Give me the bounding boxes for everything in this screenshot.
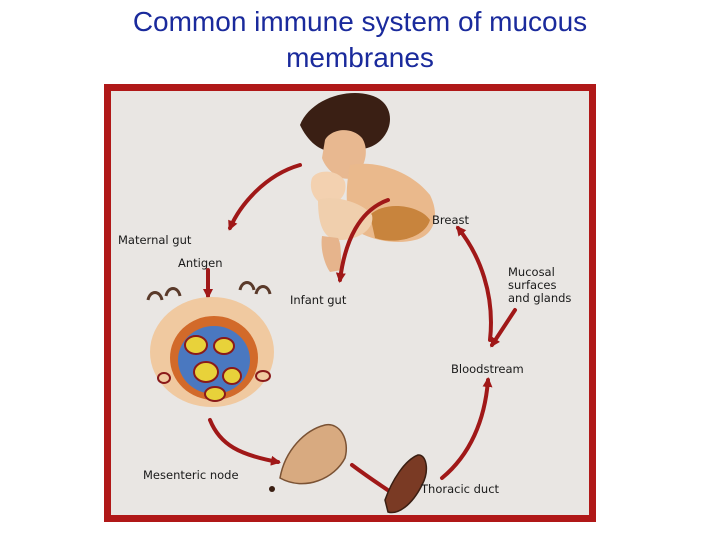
- gut-villi: [146, 281, 272, 301]
- mother-hair: [300, 93, 390, 152]
- mesenteric-node: [279, 424, 347, 485]
- arrow-duct-to-bloodstream: [440, 377, 493, 480]
- mesenteric-node-dot: [269, 486, 275, 492]
- label-mucosal-line-1: Mucosal: [508, 265, 555, 279]
- label-mesenteric-node: Mesenteric node: [143, 468, 239, 482]
- title-line-1: Common immune system of mucous: [132, 6, 588, 37]
- label-mucosal-surfaces: Mucosal surfaces and glands: [508, 266, 571, 305]
- arrow-gut-to-node: [208, 418, 281, 466]
- label-bloodstream: Bloodstream: [451, 362, 524, 376]
- page-title: Common immune system of mucous membranes: [0, 4, 720, 76]
- label-antigen: Antigen: [178, 256, 223, 270]
- gut-germinal-center: [178, 326, 250, 394]
- label-maternal-gut: Maternal gut: [118, 233, 192, 247]
- arrow-bloodstream-to-breast: [456, 225, 493, 342]
- arrow-mother-to-maternal-gut: [228, 163, 302, 231]
- gut-cross-section: [146, 281, 274, 407]
- infant-head: [310, 171, 346, 205]
- mother-breast: [370, 205, 430, 241]
- label-thoracic-duct: Thoracic duct: [421, 482, 500, 496]
- label-mucosal-line-3: and glands: [508, 291, 572, 305]
- label-infant-gut: Infant gut: [290, 293, 347, 307]
- infant-legs: [321, 236, 342, 272]
- thoracic-duct: [384, 454, 428, 514]
- infant-body: [318, 198, 373, 240]
- label-breast: Breast: [432, 213, 469, 227]
- mother-infant-illustration: [300, 93, 435, 272]
- label-mucosal-line-2: surfaces: [508, 278, 557, 292]
- arrow-breast-to-infant-gut: [335, 198, 390, 283]
- cycle-arrows: [203, 163, 517, 497]
- arrow-mucosal-branch: [490, 308, 517, 348]
- title-line-2: membranes: [286, 42, 434, 73]
